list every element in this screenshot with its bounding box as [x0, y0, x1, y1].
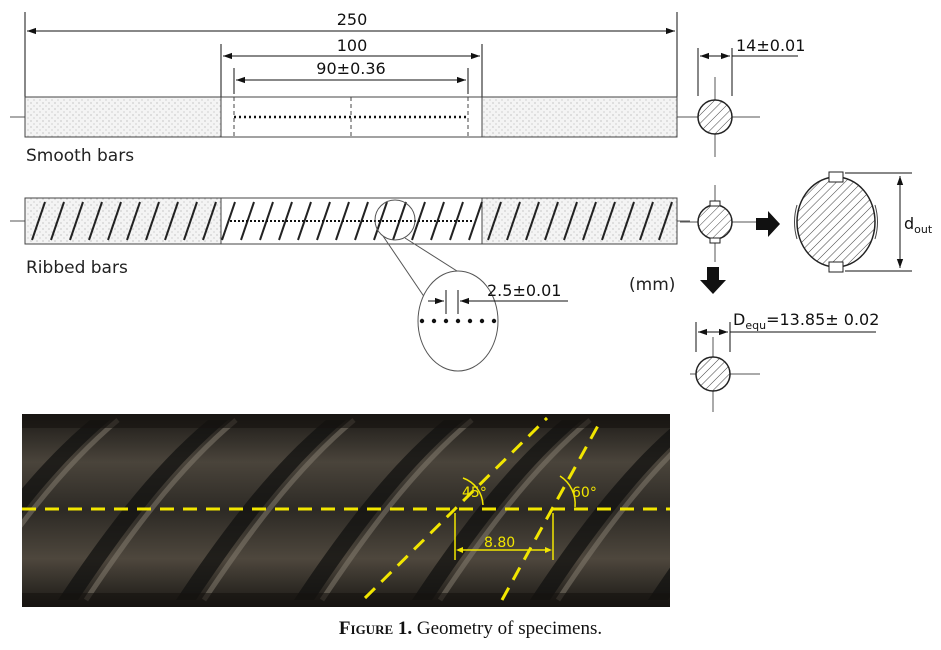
photo-rib-shadow [648, 567, 670, 600]
rib-stroke [183, 201, 198, 241]
gauge-length-dimension: 90±0.36 [233, 59, 469, 94]
rib-stroke [221, 201, 236, 241]
gauge-length-label: 90±0.36 [316, 59, 385, 78]
angle-45-label: 45° [462, 485, 487, 501]
outer-diameter-label: dout [904, 214, 933, 236]
rib-stroke [506, 201, 521, 241]
rib-stroke [297, 201, 312, 241]
gauge-dot [455, 318, 461, 324]
dot-spacing-label: 2.5±0.01 [487, 281, 561, 300]
rib-line-45 [363, 416, 549, 600]
photo-rib-highlight [437, 418, 592, 602]
rib-stroke [88, 201, 103, 241]
rib-stroke [278, 201, 293, 241]
smooth-bar [10, 96, 690, 138]
rib-stroke [107, 201, 122, 241]
rib-stroke [620, 201, 635, 241]
total-length-dimension: 250 [24, 10, 678, 100]
rib-stroke [449, 201, 464, 241]
rib-line-60 [500, 421, 602, 601]
ribbed-bar-right-grip [481, 197, 678, 245]
photo-rib-highlight [319, 418, 474, 602]
smooth-bar-left-grip [24, 96, 222, 138]
rib-stroke [601, 201, 616, 241]
equivalent-cross-section: Dequ=13.85± 0.02 [690, 310, 879, 412]
rib-stroke [202, 201, 217, 241]
smooth-bars-label: Smooth bars [26, 146, 134, 166]
rib-stroke [31, 201, 46, 241]
caption-label: Figure 1. [338, 618, 413, 639]
photo-rib-shadow [530, 428, 670, 600]
photo-rib-shadow [176, 420, 346, 600]
photo-rib-highlight [22, 418, 120, 528]
smooth-bar-right-grip [481, 96, 678, 138]
gauge-dot [431, 318, 437, 324]
gauge-dot [479, 318, 485, 324]
smooth-cross-section: 14±0.01 [680, 36, 805, 157]
photo-rib-highlight [83, 418, 238, 602]
ribbed-bar-left-grip [24, 197, 222, 245]
grip-gap-label: 100 [337, 36, 368, 55]
grip-gap-dimension: 100 [220, 36, 483, 98]
rib-stroke [468, 201, 483, 241]
rib-spacing-label: 8.80 [484, 535, 515, 551]
rib-stroke [487, 201, 502, 241]
rib-stroke [639, 201, 654, 241]
gauge-dot [491, 318, 497, 324]
ribbed-bar [10, 197, 690, 245]
photo-rib-highlight [555, 451, 670, 602]
rib-stroke [658, 201, 673, 241]
photo-rib-highlight [676, 420, 826, 600]
caption-text: Geometry of specimens. [416, 618, 603, 639]
arrow-right-icon [756, 211, 780, 237]
unit-label: (mm) [629, 275, 675, 295]
rib-stroke [126, 201, 141, 241]
total-length-label: 250 [337, 10, 368, 29]
gauge-dot [467, 318, 473, 324]
rib-stroke [50, 201, 65, 241]
rib-stroke [544, 201, 559, 241]
rib-stroke [373, 201, 388, 241]
rib-stroke [430, 201, 445, 241]
arrow-down-icon [700, 267, 726, 294]
rib-stroke [563, 201, 578, 241]
dot-spacing-detail: 2.5±0.01 [382, 235, 568, 372]
rib-stroke [164, 201, 179, 241]
rebar-photo-overlay [22, 416, 670, 601]
gauge-dot [419, 318, 425, 324]
photo-rib-shadow [58, 420, 228, 600]
ribbed-cross-section [680, 185, 760, 262]
diameter-label: 14±0.01 [736, 36, 805, 55]
gauge-dot [443, 318, 449, 324]
ribbed-cross-section-enlarged: dout [794, 171, 933, 273]
ribbed-bars-label: Ribbed bars [26, 258, 128, 278]
figure-caption: Figure 1. Geometry of specimens. [0, 618, 941, 640]
photo-rib-highlight [201, 418, 356, 602]
specimen-geometry-figure: 250 100 90±0.36 Smooth bars 14±0.01 [10, 10, 933, 607]
photo-rib-shadow [294, 420, 464, 600]
equivalent-diameter-label: Dequ=13.85± 0.02 [733, 310, 879, 332]
rib-stroke [145, 201, 160, 241]
angle-60-label: 60° [572, 485, 597, 501]
rib-stroke [354, 201, 369, 241]
rib-stroke [69, 201, 84, 241]
rib-stroke [525, 201, 540, 241]
rib-stroke [582, 201, 597, 241]
